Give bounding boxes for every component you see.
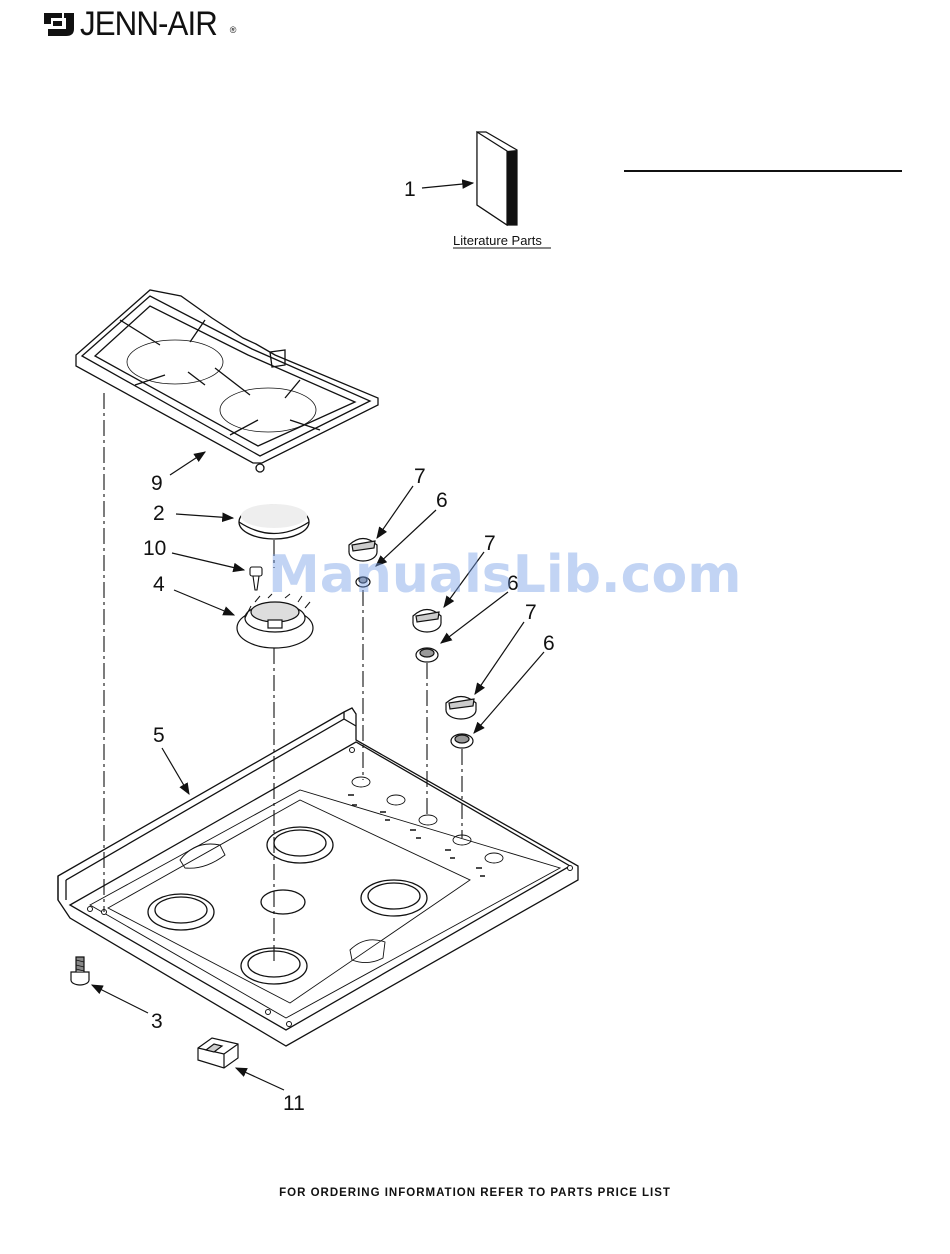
control-knob-2 — [413, 610, 441, 633]
callout-1: 1 — [404, 178, 416, 201]
cooktop-main-top — [58, 708, 578, 1046]
burner-grate — [76, 290, 378, 472]
control-panel-marks — [348, 777, 503, 876]
callout-9: 9 — [151, 472, 163, 495]
literature-parts-label: Literature Parts — [453, 233, 542, 248]
burner-cap — [239, 504, 309, 539]
callout-7a: 7 — [414, 465, 426, 488]
spark-electrode — [250, 567, 262, 590]
callout-3: 3 — [151, 1010, 163, 1033]
cooktop-screw-holes — [88, 748, 573, 1027]
callout-6a: 6 — [436, 489, 448, 512]
leveling-foot — [71, 957, 89, 985]
footer-ordering-info: FOR ORDERING INFORMATION REFER TO PARTS … — [0, 1187, 950, 1199]
callout-6c: 6 — [543, 632, 555, 655]
callout-4: 4 — [153, 573, 165, 596]
mounting-clip — [198, 1038, 238, 1068]
callout-10: 10 — [143, 537, 166, 560]
control-knob-3 — [446, 697, 476, 720]
literature-booklet — [422, 132, 517, 225]
callout-2: 2 — [153, 502, 165, 525]
callout-11: 11 — [283, 1092, 305, 1115]
watermark: ManualsLib.com — [268, 545, 741, 605]
knob-bezel-3 — [451, 734, 473, 748]
knob-bezel-2 — [416, 648, 438, 662]
callout-5: 5 — [153, 724, 165, 747]
